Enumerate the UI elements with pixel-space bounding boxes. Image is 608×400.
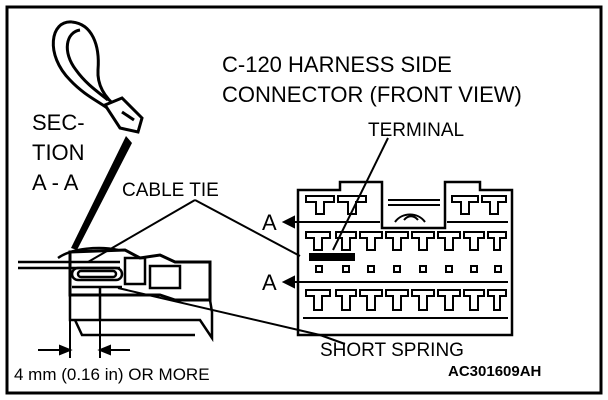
dimension-label: 4 mm (0.16 in) OR MORE <box>14 365 210 384</box>
figure-code: AC301609AH <box>448 363 541 380</box>
connector-title-line2: CONNECTOR (FRONT VIEW) <box>222 82 522 107</box>
section-label-line1: SEC- <box>32 110 85 135</box>
short-spring-label: SHORT SPRING <box>320 340 464 361</box>
section-arrow-label-top: A <box>262 210 277 235</box>
connector-side-view <box>18 246 214 343</box>
cable-tie-label: CABLE TIE <box>122 180 219 201</box>
figure-frame <box>5 5 603 395</box>
dimension-marker <box>38 300 130 358</box>
section-arrow-label-bottom: A <box>262 270 277 295</box>
connector-title-line1: C-120 HARNESS SIDE <box>222 52 452 77</box>
section-label-line2: TION <box>32 140 85 165</box>
connector-front-view <box>296 180 514 337</box>
section-arrows <box>281 215 303 289</box>
section-label-line3: A - A <box>32 170 79 195</box>
section-pointer-wedge <box>71 136 132 250</box>
terminal-label: TERMINAL <box>368 120 464 141</box>
cable-tie-illustration <box>51 20 144 134</box>
leader-lines <box>87 137 389 345</box>
